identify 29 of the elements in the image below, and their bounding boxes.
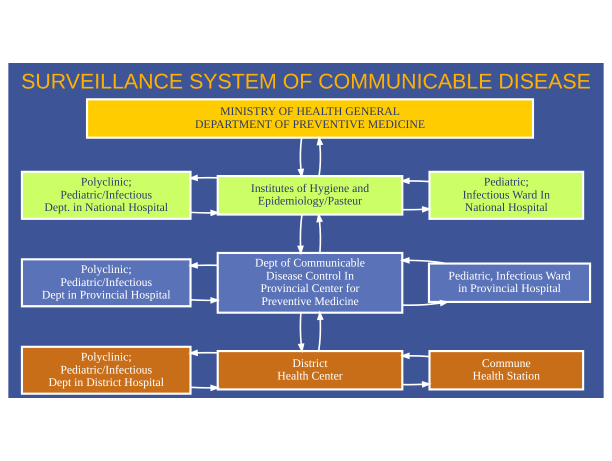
arrow (297, 214, 304, 256)
node-box: Polyclinic; Pediatric/Infectious Dept. in National Hospital (20, 170, 192, 220)
arrow (402, 206, 432, 213)
arrow (400, 352, 430, 360)
arrow (188, 262, 218, 269)
arrow (402, 300, 450, 306)
arrow (316, 212, 323, 253)
arrow (316, 310, 324, 351)
node-box: Polyclinic; Pediatric/Infectious Dept in Provincial Hospital (20, 258, 192, 308)
arrow (190, 297, 220, 304)
arrow (190, 384, 220, 392)
arrow (400, 178, 430, 184)
arrow (400, 257, 448, 264)
node-box: Dept of Communicable Disease Control In Provincial Center for Preventive Medicine (216, 252, 404, 314)
arrow (316, 136, 324, 176)
arrow (297, 138, 304, 178)
node-box: Institutes of Hygiene and Epidemiology/Pasteur (216, 175, 404, 216)
node-box: MINISTRY OF HEALTH GENERAL DEPARTMENT OF PREVENTIVE MEDICINE (86, 98, 534, 139)
node-box: Pediatric, Infectious Ward in Provincial Hospital (428, 262, 592, 304)
diagram-title: SURVEILLANCE SYSTEM OF COMMUNICABLE DISEASE (21, 70, 591, 94)
node-box: District Health Center (216, 350, 404, 391)
arrow (188, 174, 218, 182)
arrow (402, 381, 432, 388)
node-box: Polyclinic; Pediatric/Infectious Dept in District Hospital (20, 346, 192, 395)
arrow (188, 349, 218, 356)
node-box: Commune Health Station (428, 350, 584, 391)
arrow (190, 210, 220, 216)
arrow (298, 312, 304, 354)
node-box: Pediatric; Infectious Ward In National Hospital (428, 170, 584, 220)
